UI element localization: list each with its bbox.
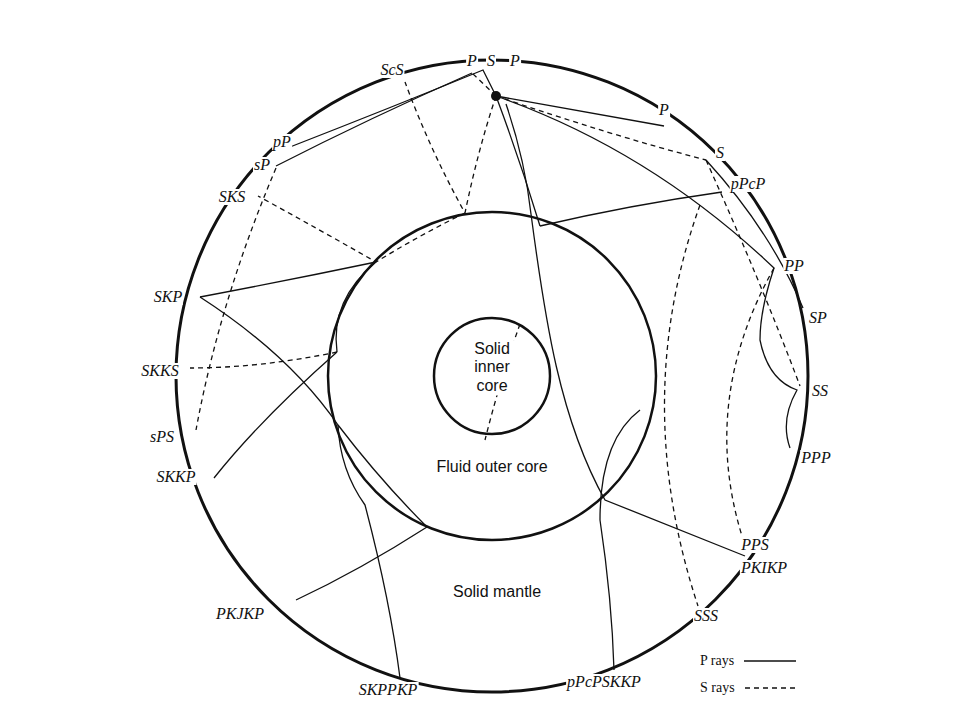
legend-sample: [743, 683, 799, 693]
ray-label: S: [715, 145, 725, 161]
ray-label: PP: [783, 258, 805, 274]
legend-row: P rays: [700, 653, 798, 669]
ray-label: SS: [811, 383, 829, 399]
ray-label: SKKS: [140, 363, 179, 379]
p-ray: [706, 160, 803, 308]
legend-text: P rays: [700, 653, 734, 669]
ray-label: SP: [808, 310, 828, 326]
ray-label: P: [466, 53, 478, 69]
p-ray: [540, 192, 722, 226]
p-ray: [338, 425, 400, 678]
ray-label: PPS: [740, 537, 770, 553]
ray-label: SKPPKP: [358, 682, 419, 698]
p-ray: [496, 96, 540, 226]
region-label: Solid mantle: [451, 583, 543, 601]
source-dot: [491, 91, 501, 101]
ray-label: pP: [272, 134, 292, 150]
p-ray: [496, 96, 797, 448]
legend-sample: [742, 656, 798, 666]
inner-core-circle: Solid inner core: [434, 318, 550, 434]
s-ray: [496, 96, 706, 160]
ray-label: SKS: [218, 189, 247, 205]
region-label: Solid inner core: [455, 340, 529, 395]
ray-label: PPP: [800, 450, 831, 466]
s-ray: [258, 196, 465, 262]
s-ray: [727, 268, 774, 536]
s-ray: [405, 82, 496, 213]
ray-label: pPcPSKKP: [566, 674, 642, 690]
ray-label: SKP: [153, 289, 183, 305]
region-label: Fluid outer core: [434, 458, 549, 476]
legend-row: S rays: [700, 680, 799, 696]
mantle-circle: Solid mantle Fluid outer core Solid inner …: [176, 60, 808, 692]
p-ray: [200, 297, 427, 600]
ray-label: SSS: [693, 608, 719, 624]
ray-label: ScS: [379, 62, 404, 78]
ray-label: PKIKP: [740, 560, 788, 576]
ray-label: S: [486, 53, 496, 69]
s-ray: [190, 352, 337, 368]
s-ray: [664, 205, 700, 606]
p-ray: [600, 410, 640, 670]
s-ray: [196, 168, 276, 430]
legend-text: S rays: [700, 680, 735, 696]
ray-label: SKKP: [155, 469, 196, 485]
ray-label: sPS: [149, 429, 175, 445]
p-ray: [496, 96, 664, 126]
ray-label: PKJKP: [215, 606, 265, 622]
outer-core-circle: Fluid outer core Solid inner core: [328, 212, 656, 540]
ray-label: pPcP: [730, 176, 767, 192]
p-ray: [506, 104, 745, 556]
p-ray: [214, 352, 337, 478]
ray-label: P: [509, 53, 521, 69]
ray-label: P: [658, 102, 670, 118]
ray-label: sP: [253, 157, 271, 173]
